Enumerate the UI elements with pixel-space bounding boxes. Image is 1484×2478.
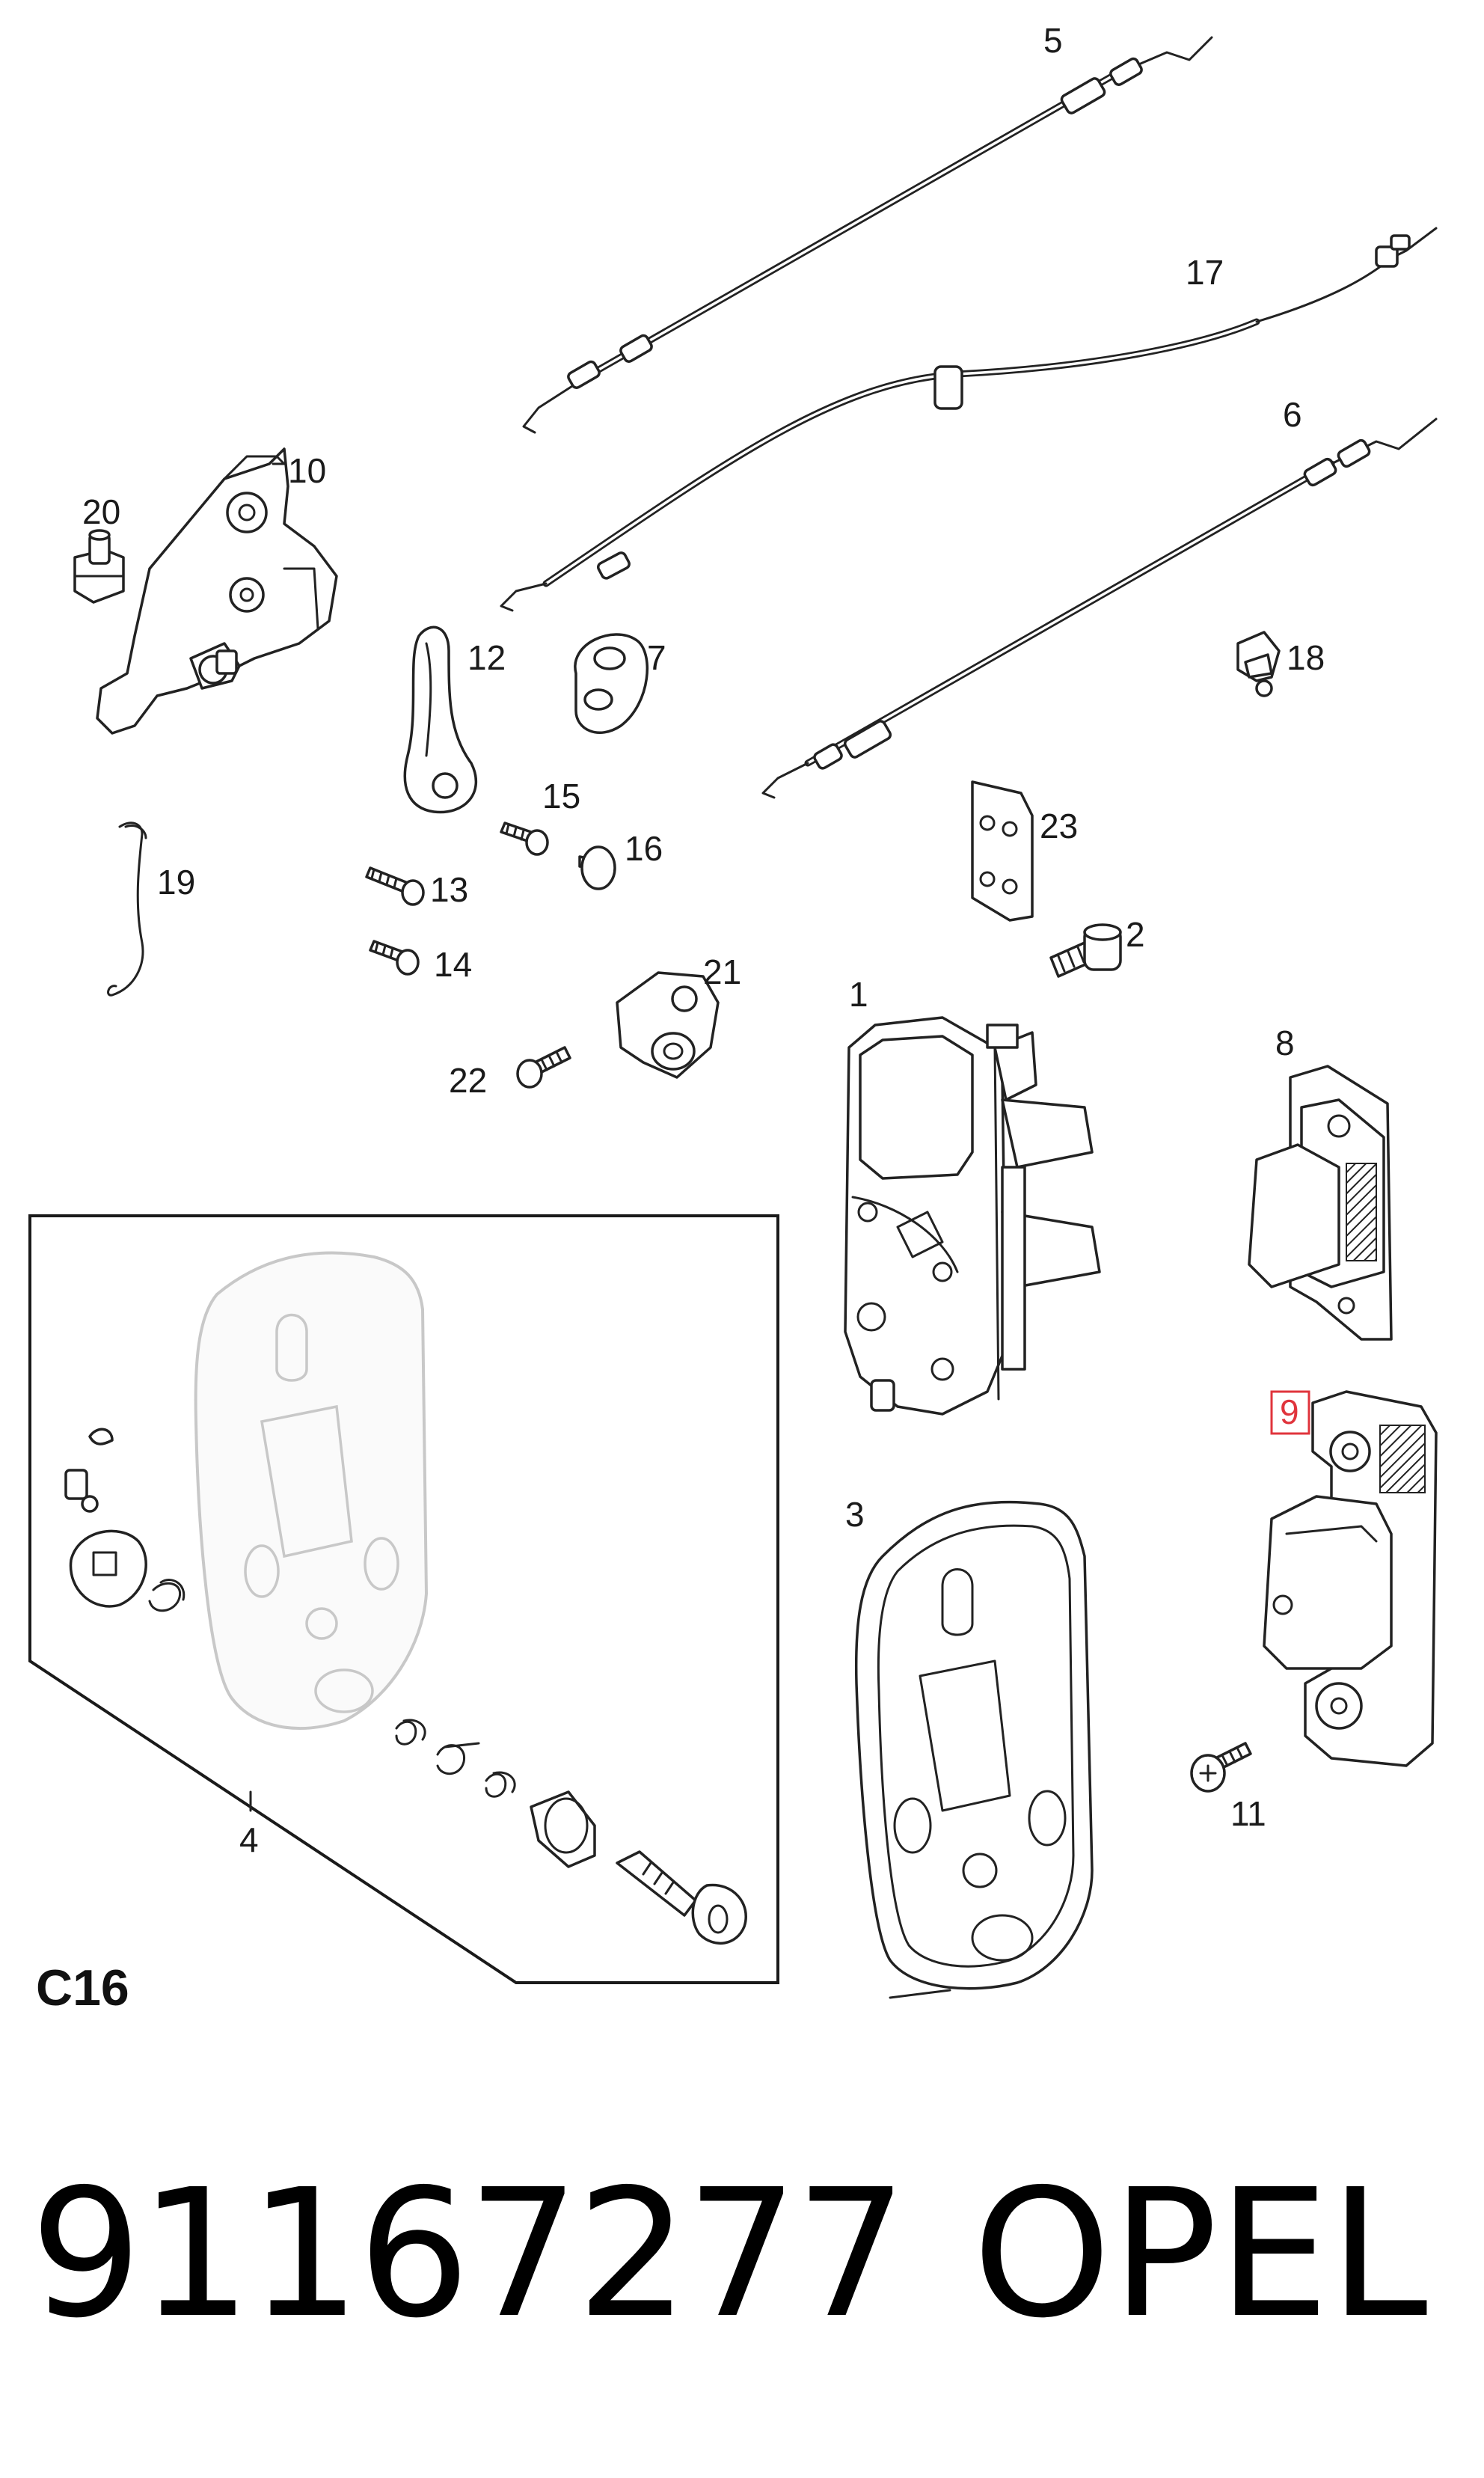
- callout-14: 14: [434, 945, 472, 984]
- callout-8: 8: [1275, 1024, 1295, 1062]
- callout-4: 4: [239, 1820, 259, 1859]
- callout-17: 17: [1186, 253, 1224, 292]
- leader-lines: [249, 462, 286, 1812]
- callout-2: 2: [1126, 915, 1145, 954]
- plate-23[interactable]: [971, 780, 1034, 922]
- cover-8[interactable]: [1248, 1065, 1393, 1341]
- callout-10: 10: [288, 451, 326, 490]
- screw-11[interactable]: [1190, 1742, 1252, 1793]
- lock-cylinder-kit-4[interactable]: [64, 1428, 747, 1945]
- callout-19: 19: [157, 863, 195, 902]
- part-number: 91167277: [30, 2151, 907, 2357]
- brand-name: OPEL: [972, 2151, 1428, 2357]
- callout-15: 15: [542, 777, 580, 816]
- callout-16: 16: [625, 829, 663, 868]
- cover-9[interactable]: [1263, 1390, 1438, 1767]
- bolt-2[interactable]: [1049, 923, 1122, 978]
- door-lock-1[interactable]: [844, 1016, 1101, 1416]
- screw-14[interactable]: [369, 940, 420, 976]
- callout-21: 21: [703, 952, 741, 991]
- grommet-7[interactable]: [574, 633, 649, 734]
- housing-3[interactable]: [854, 1500, 1094, 1999]
- callout-22: 22: [449, 1061, 487, 1100]
- callout-labels: 5 17 6 10 20 12 7 18 15 23 16 19 13 2 14…: [82, 21, 1325, 1859]
- screw-22[interactable]: [516, 1046, 571, 1089]
- clip-20[interactable]: [73, 529, 125, 604]
- rod-19[interactable]: [107, 822, 147, 997]
- plug-16[interactable]: [578, 845, 616, 890]
- callout-13: 13: [430, 870, 468, 909]
- highlight-box-9: [1270, 1390, 1310, 1435]
- callout-11: 11: [1230, 1794, 1266, 1833]
- callout-6: 6: [1283, 395, 1302, 434]
- lever-12[interactable]: [403, 625, 477, 814]
- screw-15[interactable]: [500, 822, 549, 856]
- callout-18: 18: [1287, 638, 1325, 677]
- callout-3: 3: [845, 1495, 865, 1534]
- cable-5[interactable]: [522, 36, 1213, 434]
- callout-7: 7: [647, 638, 666, 677]
- callout-5: 5: [1043, 21, 1063, 60]
- callout-9: 9: [1280, 1392, 1299, 1431]
- screw-13[interactable]: [365, 866, 425, 906]
- kit-4-frame: [28, 1214, 779, 1984]
- callout-23: 23: [1040, 807, 1078, 845]
- lever-bracket-10[interactable]: [96, 447, 338, 735]
- cable-6[interactable]: [761, 417, 1438, 799]
- bracket-21[interactable]: [616, 971, 720, 1079]
- callout-12: 12: [467, 638, 506, 677]
- section-label: C16: [36, 1960, 129, 2016]
- cable-17[interactable]: [500, 227, 1438, 612]
- callout-20: 20: [82, 492, 120, 531]
- clip-18[interactable]: [1236, 631, 1281, 697]
- housing-ghost-4: [194, 1251, 428, 1730]
- callout-1: 1: [849, 975, 868, 1014]
